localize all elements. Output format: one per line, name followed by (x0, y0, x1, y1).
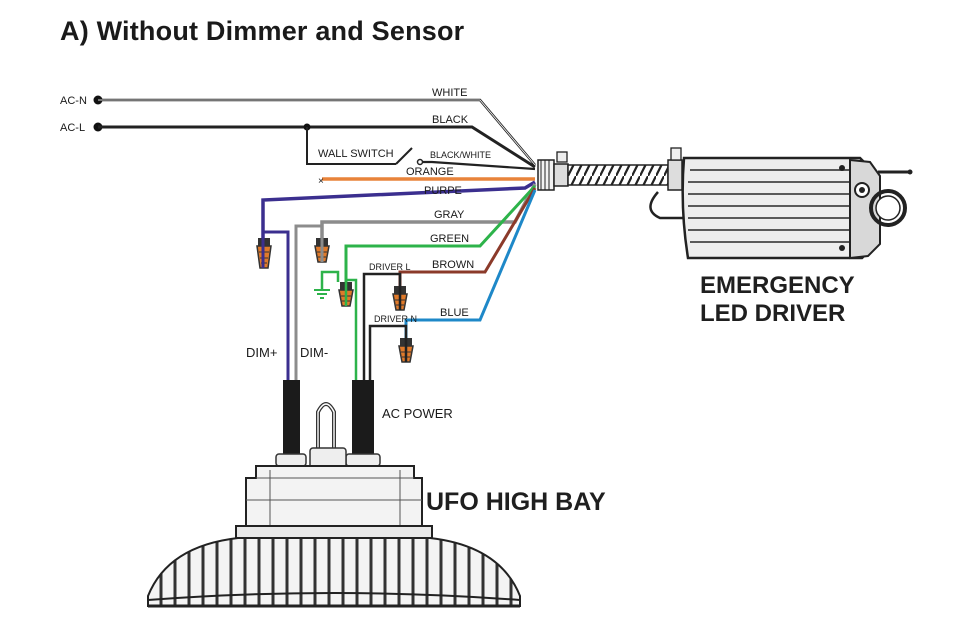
wire-bundle-connector (537, 151, 569, 191)
black-wire: BLACK (98, 114, 536, 169)
ac-l-terminal: AC-L (60, 122, 103, 134)
emergency-led-driver (649, 156, 913, 260)
driver-n-label: DRIVER N (374, 314, 417, 324)
driver-l-label: DRIVER L (369, 262, 411, 272)
emergency-driver-label-line2: LED DRIVER (700, 300, 846, 327)
flexible-conduit (567, 147, 683, 191)
ac-n-label: AC-N (60, 95, 87, 107)
dim-lead: DIM+ DIM- (246, 224, 328, 456)
ufo-high-bay-label: UFO HIGH BAY (426, 488, 606, 516)
black-white-wire-label: BLACK/WHITE (430, 150, 491, 160)
dim-minus-label: DIM- (300, 345, 328, 360)
orange-wire-label: ORANGE (406, 166, 454, 178)
green-wire: GREEN (314, 184, 537, 299)
orange-wire: × ORANGE (318, 166, 535, 187)
ac-power-cable-jacket (352, 380, 374, 456)
wall-switch-label: WALL SWITCH (318, 148, 394, 160)
orange-wire-cap-icon: × (318, 176, 324, 187)
purple-wire: PURPE (261, 180, 536, 238)
white-wire-label: WHITE (432, 87, 467, 99)
brown-wire-label: BROWN (432, 259, 474, 271)
emergency-driver-label-line1: EMERGENCY (700, 272, 855, 299)
wall-switch: WALL SWITCH BLACK/WHITE (303, 123, 536, 171)
gray-wire-label: GRAY (434, 209, 465, 221)
ufo-high-bay-fixture (147, 402, 521, 608)
blue-wire-label: BLUE (440, 307, 469, 319)
dim-plus-label: DIM+ (246, 345, 277, 360)
diagram-title: A) Without Dimmer and Sensor (60, 16, 465, 46)
white-wire: WHITE (98, 87, 536, 166)
ac-power-label: AC POWER (382, 406, 453, 421)
ground-symbol-icon (314, 289, 330, 299)
purple-wire-label: PURPE (424, 185, 462, 197)
ac-l-label: AC-L (60, 122, 85, 134)
ac-n-terminal: AC-N (60, 95, 103, 107)
emergency-driver-label: EMERGENCY LED DRIVER (700, 272, 855, 328)
ac-power-lead: DRIVER L DRIVER N AC POWER (344, 262, 453, 456)
dim-cable-jacket (283, 380, 300, 456)
green-wire-label: GREEN (430, 233, 469, 245)
black-wire-label: BLACK (432, 114, 469, 126)
